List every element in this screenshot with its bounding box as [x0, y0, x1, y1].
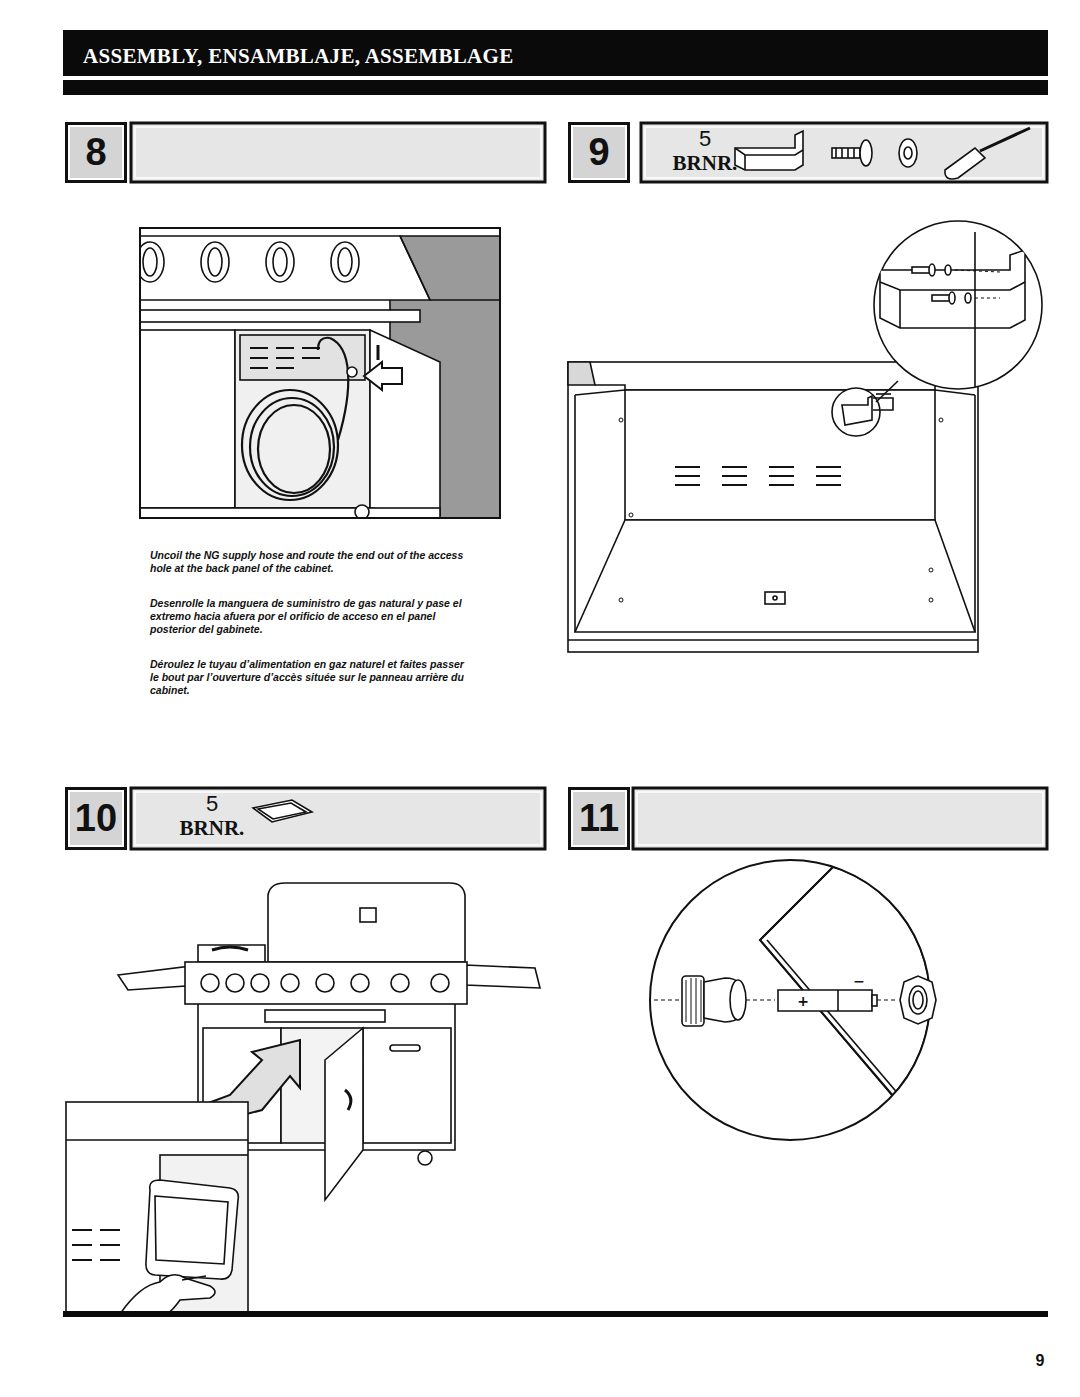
- polarity-sign: +: [796, 994, 810, 1008]
- instruction-text: Déroulez le tuyau d’alimentation en gaz …: [150, 658, 470, 697]
- burner-count: BRNR.: [172, 816, 252, 840]
- step-number: 9: [588, 131, 609, 174]
- parts-bar: 5BRNR.: [640, 122, 1048, 183]
- instruction-text: Uncoil the NG supply hose and route the …: [150, 549, 470, 575]
- step-number-box: 8: [65, 122, 127, 183]
- step-number-box: 9: [568, 122, 630, 183]
- section-title: ASSEMBLY, ENSAMBLAJE, ASSEMBLAGE: [83, 44, 514, 69]
- step-number-box: 10: [65, 787, 127, 850]
- parts-count: 5BRNR.: [665, 127, 745, 175]
- quantity: 5: [665, 127, 745, 151]
- page-number: 9: [1030, 1352, 1050, 1370]
- parts-count: 5BRNR.: [172, 792, 252, 840]
- parts-bar: 5BRNR.: [130, 787, 546, 850]
- step-number: 10: [75, 797, 117, 840]
- quantity: 5: [172, 792, 252, 816]
- polarity-sign: −: [852, 974, 866, 988]
- burner-count: BRNR.: [665, 151, 745, 175]
- header-band: ASSEMBLY, ENSAMBLAJE, ASSEMBLAGE: [63, 30, 1048, 76]
- step-number: 8: [85, 131, 106, 174]
- instruction-text: Desenrolle la manguera de suministro de …: [150, 597, 470, 636]
- step-number: 11: [579, 797, 619, 840]
- step-number-box: 11: [568, 787, 630, 850]
